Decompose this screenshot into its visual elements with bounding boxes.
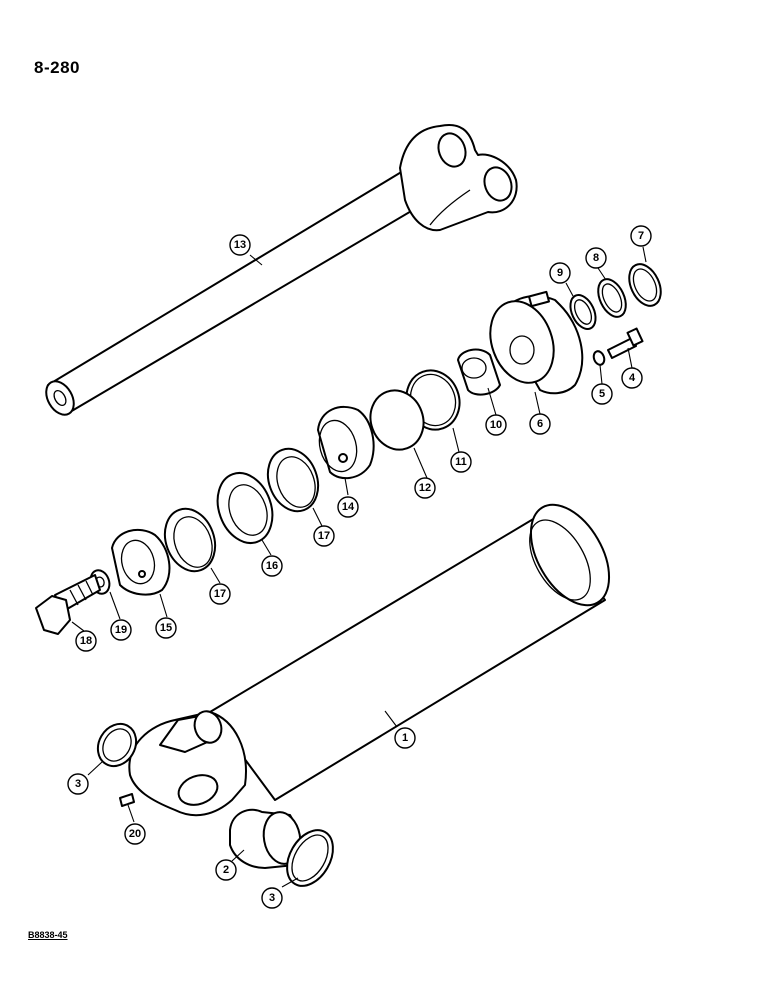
svg-text:4: 4: [629, 372, 636, 384]
svg-text:17: 17: [214, 588, 226, 600]
callout-3: 3: [67, 773, 89, 795]
callout-1: 1: [394, 727, 416, 749]
callout-19: 19: [110, 619, 132, 641]
svg-text:6: 6: [537, 418, 543, 430]
svg-text:14: 14: [342, 501, 355, 513]
piston-14: [317, 405, 375, 480]
callout-18: 18: [75, 630, 97, 652]
callout-4: 4: [621, 367, 643, 389]
svg-text:5: 5: [599, 388, 605, 400]
ring-8: [597, 278, 627, 318]
washer-5: [592, 350, 606, 366]
callout-14: 14: [337, 496, 359, 518]
figure-code: B8838-45: [28, 930, 68, 940]
leader-lines: [71, 246, 647, 888]
callout-17: 17: [209, 583, 231, 605]
svg-text:2: 2: [223, 864, 229, 876]
callout-20: 20: [124, 823, 146, 845]
svg-text:18: 18: [80, 635, 92, 647]
svg-text:15: 15: [160, 622, 172, 634]
wear-ring-17-upper: [266, 447, 320, 513]
cylinder-head: [489, 290, 584, 395]
callout-7: 7: [630, 225, 652, 247]
svg-text:9: 9: [557, 267, 563, 279]
svg-text:17: 17: [318, 530, 330, 542]
bolt-18: [35, 574, 101, 635]
callout-6: 6: [529, 413, 551, 435]
callout-5: 5: [591, 383, 613, 405]
callout-9: 9: [549, 262, 571, 284]
callout-12: 12: [414, 477, 436, 499]
seal-16: [216, 472, 274, 544]
svg-text:1: 1: [402, 732, 408, 744]
callout-17: 17: [313, 525, 335, 547]
ring-9: [569, 294, 597, 330]
svg-text:3: 3: [269, 892, 275, 904]
o-ring-12: [369, 389, 425, 451]
wear-ring-17-lower: [163, 507, 217, 573]
cylinder-barrel: [128, 503, 611, 817]
callout-13: 13: [229, 234, 251, 256]
svg-text:10: 10: [490, 419, 502, 431]
svg-text:3: 3: [75, 778, 81, 790]
svg-text:12: 12: [419, 482, 431, 494]
bolt-4: [607, 327, 644, 359]
ring-7: [628, 263, 662, 307]
svg-text:16: 16: [266, 560, 278, 572]
page-number: 8-280: [34, 58, 80, 77]
callout-11: 11: [450, 451, 472, 473]
callout-10: 10: [485, 414, 507, 436]
svg-text:13: 13: [234, 239, 246, 251]
svg-text:8: 8: [593, 252, 599, 264]
callout-3: 3: [261, 887, 283, 909]
piston-rod: [45, 124, 518, 416]
svg-text:19: 19: [115, 624, 127, 636]
ring-3-upper: [96, 722, 138, 768]
svg-text:7: 7: [638, 230, 644, 242]
callout-16: 16: [261, 555, 283, 577]
callout-2: 2: [215, 859, 237, 881]
callout-8: 8: [585, 247, 607, 269]
piston-15: [111, 528, 171, 596]
grease-fitting-20: [119, 793, 135, 807]
callout-15: 15: [155, 617, 177, 639]
svg-text:11: 11: [455, 456, 467, 468]
svg-text:20: 20: [129, 828, 141, 840]
bushing-10: [457, 348, 501, 396]
ring-3-lower: [286, 829, 334, 887]
